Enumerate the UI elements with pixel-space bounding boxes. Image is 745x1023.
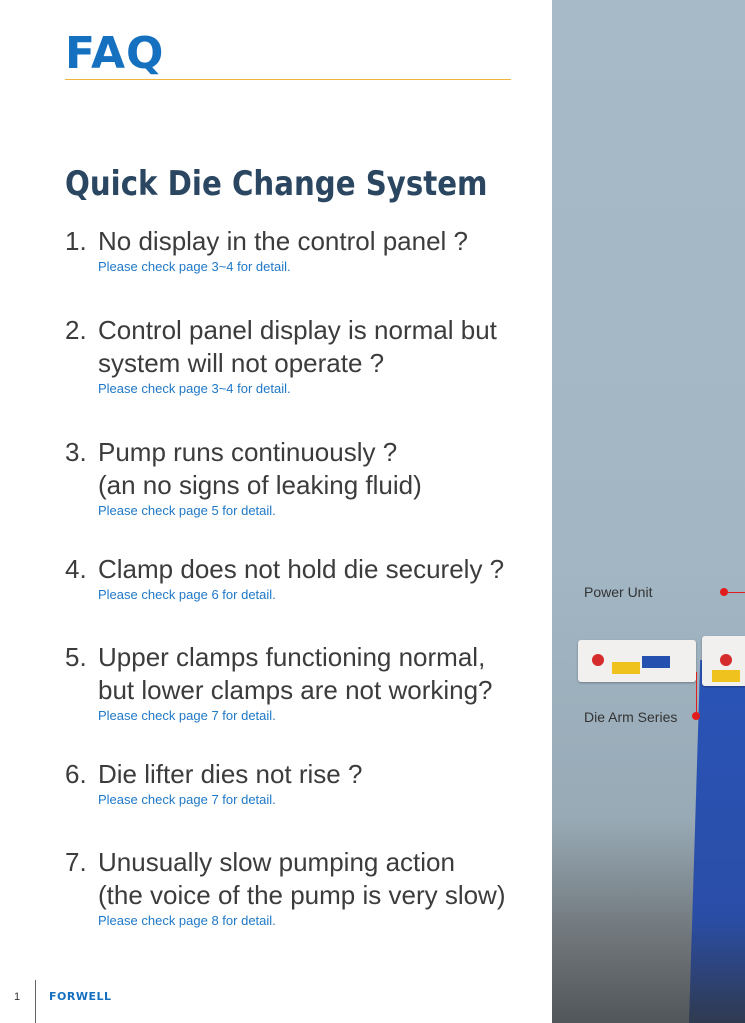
power-unit-leader-line [728,592,745,593]
faq-page-reference: Please check page 8 for detail. [98,913,276,928]
faq-item-1: 1. No display in the control panel ? Ple… [65,225,535,274]
faq-question-line-1: Control panel display is normal but [98,315,497,345]
faq-question: No display in the control panel ? [98,226,469,256]
info-label [642,656,670,668]
faq-item-6: 6. Die lifter dies not rise ? Please che… [65,758,535,807]
power-unit-marker-icon [720,588,728,596]
faq-item-5: 5. Upper clamps functioning normal, but … [65,641,535,723]
emergency-stop-icon [592,654,604,666]
section-title: Quick Die Change System [65,164,488,204]
warning-label [712,670,740,682]
die-arm-callout: Die Arm Series [584,709,678,725]
faq-page-reference: Please check page 6 for detail. [98,587,276,602]
faq-item-7: 7. Unusually slow pumping action (the vo… [65,846,535,928]
faq-number: 7. [65,847,87,877]
faq-number: 5. [65,642,87,672]
page-title: FAQ [65,28,165,79]
brand-logo: FORWELL [49,990,112,1003]
faq-page-reference: Please check page 7 for detail. [98,792,276,807]
faq-number: 6. [65,759,87,789]
title-divider [65,79,511,80]
faq-question-line-1: Upper clamps functioning normal, [98,642,486,672]
faq-item-3: 3. Pump runs continuously ? (an no signs… [65,436,535,518]
warning-label [612,662,640,674]
faq-number: 1. [65,226,87,256]
faq-item-4: 4. Clamp does not hold die securely ? Pl… [65,553,535,602]
faq-question-line-2: but lower clamps are not working? [98,675,493,705]
faq-page-reference: Please check page 3~4 for detail. [98,381,291,396]
power-unit-device [702,636,745,686]
page-number: 1 [14,991,21,1003]
faq-number: 3. [65,437,87,467]
die-arm-marker-icon [692,712,700,720]
emergency-stop-icon [720,654,732,666]
product-image-panel: Power Unit Die Arm Series [552,0,745,1023]
faq-question-line-2: (the voice of the pump is very slow) [98,880,506,910]
faq-number: 4. [65,554,87,584]
faq-item-2: 2. Control panel display is normal but s… [65,314,535,396]
faq-question-line-1: Pump runs continuously ? [98,437,398,467]
faq-page-reference: Please check page 7 for detail. [98,708,276,723]
faq-page-reference: Please check page 3~4 for detail. [98,259,291,274]
die-arm-unit [578,640,696,682]
faq-number: 2. [65,315,87,345]
faq-question: Die lifter dies not rise ? [98,759,363,789]
faq-page-reference: Please check page 5 for detail. [98,503,276,518]
footer-divider [35,980,36,1023]
power-unit-callout: Power Unit [584,584,653,600]
faq-question-line-2: (an no signs of leaking fluid) [98,470,422,500]
faq-question-line-2: system will not operate ? [98,348,385,378]
faq-question: Clamp does not hold die securely ? [98,554,505,584]
die-arm-leader-line [696,672,697,714]
faq-question-line-1: Unusually slow pumping action [98,847,455,877]
